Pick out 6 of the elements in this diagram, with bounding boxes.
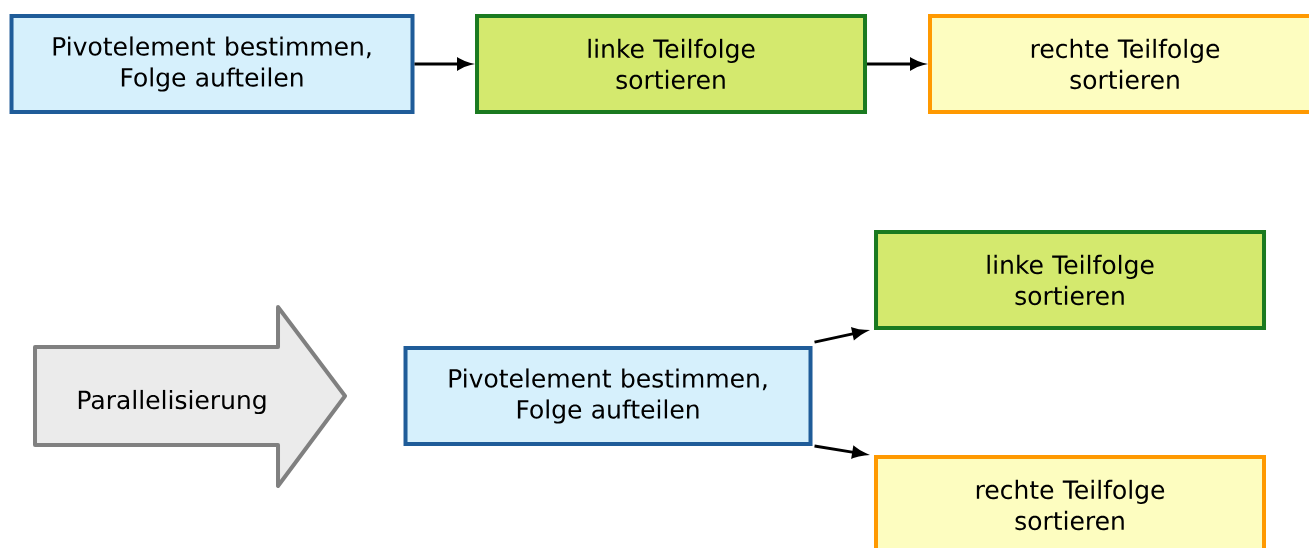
process-box: rechte Teilfolge sortieren: [928, 14, 1309, 114]
process-box: linke Teilfolge sortieren: [475, 14, 867, 114]
process-box: rechte Teilfolge sortieren: [874, 455, 1266, 548]
process-box: linke Teilfolge sortieren: [874, 230, 1266, 330]
process-box: Pivotelement bestimmen, Folge aufteilen: [403, 346, 813, 446]
process-box: Pivotelement bestimmen, Folge aufteilen: [9, 14, 415, 114]
